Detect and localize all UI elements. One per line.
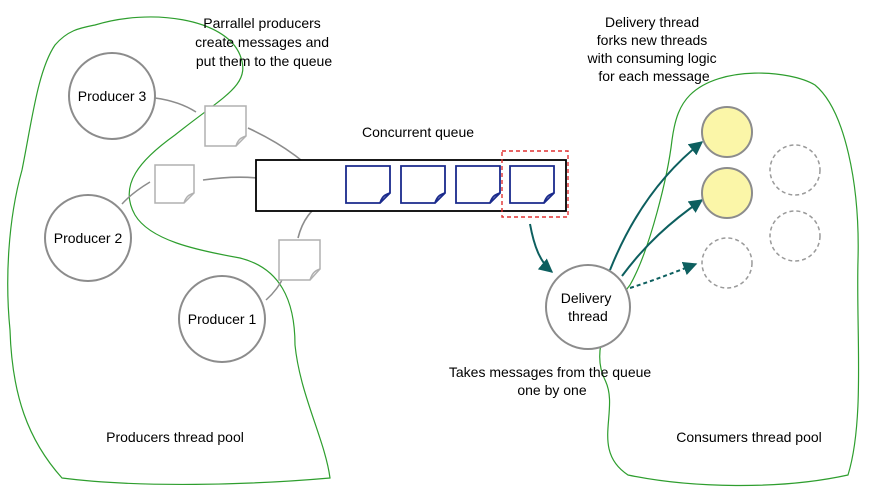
delivery-note: Delivery thread forks new threads with c… <box>586 14 720 84</box>
producers-note-line-1: Parrallel producers <box>203 15 321 31</box>
consumer-thread-active-2 <box>701 167 753 219</box>
producer-1-label: Producer 1 <box>188 311 257 327</box>
pending-message-3 <box>204 105 247 147</box>
consumer-thread-idle-1 <box>701 237 753 289</box>
producer-2-connector <box>121 181 151 205</box>
consumer-thread-idle-2 <box>769 144 821 196</box>
delivery-thread-label: Delivery thread <box>561 290 615 324</box>
fork-arrow-2 <box>621 199 704 277</box>
producers-note: Parrallel producers create messages and … <box>195 15 333 69</box>
queue-message-4 <box>509 165 555 204</box>
delivery-thread-line-2: thread <box>568 308 608 324</box>
consumer-thread-idle-3 <box>769 210 821 262</box>
producers-pool-label: Producers thread pool <box>106 429 244 445</box>
consumers-pool-outline <box>599 72 860 487</box>
producer-2-label: Producer 2 <box>54 230 123 246</box>
takes-note: Takes messages from the queue one by one <box>449 364 655 398</box>
delivery-note-line-1: Delivery thread <box>605 14 699 30</box>
consumers-pool-label: Consumers thread pool <box>676 429 822 445</box>
selected-message-highlight <box>501 150 569 218</box>
takes-note-line-1: Takes messages from the queue <box>449 364 652 380</box>
producers-note-line-2: create messages and <box>195 34 329 50</box>
delivery-note-line-4: for each message <box>598 68 709 84</box>
delivery-note-line-3: with consuming logic <box>586 50 716 66</box>
pending-message-2 <box>154 164 195 204</box>
delivery-thread-line-1: Delivery <box>561 290 612 306</box>
producer-3-connector <box>154 97 197 113</box>
fork-arrow-1 <box>609 141 704 271</box>
producer-3-label: Producer 3 <box>78 88 147 104</box>
producers-note-line-3: put them to the queue <box>196 53 332 69</box>
producer-1-node: Producer 1 <box>178 275 266 363</box>
queue-message-2 <box>400 165 446 204</box>
queue-title: Concurrent queue <box>362 124 474 140</box>
queue-message-1 <box>345 165 391 204</box>
queue-message-3 <box>455 165 501 204</box>
producer-2-node: Producer 2 <box>44 194 132 282</box>
dequeue-arrow <box>529 223 554 273</box>
producer-3-node: Producer 3 <box>68 52 156 140</box>
fork-arrow-3-pending <box>629 261 698 289</box>
delivery-note-line-2: forks new threads <box>597 32 708 48</box>
pending-message-1 <box>278 239 321 281</box>
delivery-thread-node: Delivery thread <box>545 264 631 350</box>
takes-note-line-2: one by one <box>517 382 586 398</box>
consumer-thread-active-1 <box>701 106 753 158</box>
